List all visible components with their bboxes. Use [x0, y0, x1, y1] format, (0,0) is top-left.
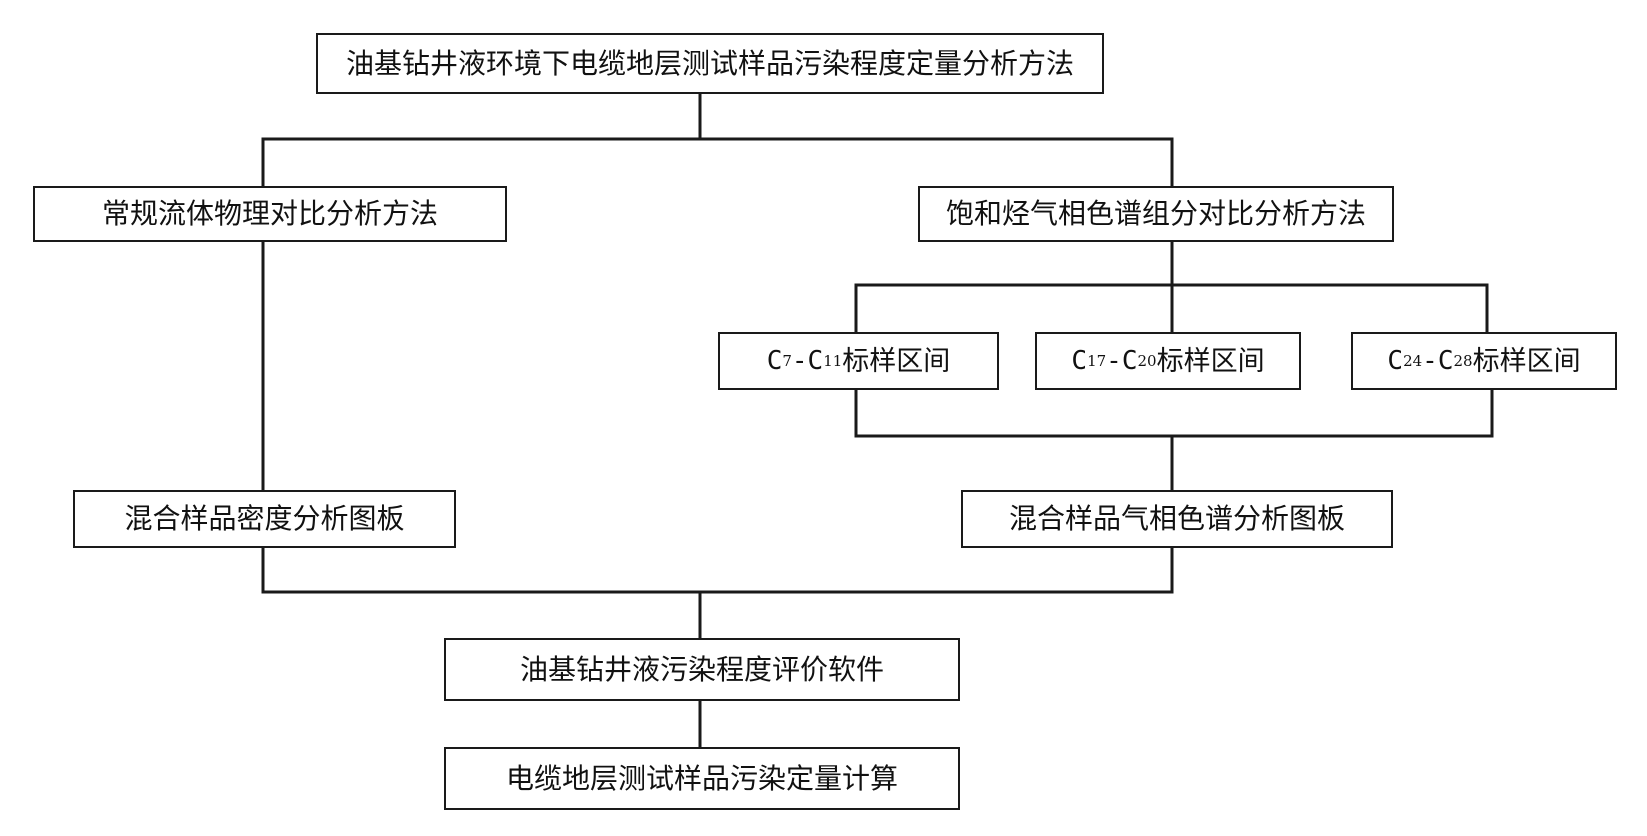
c24-c2-letter: C [1437, 346, 1454, 376]
c17-c-letter: C [1071, 346, 1088, 376]
c7-dash: - [791, 346, 808, 376]
c17-c2-letter: C [1121, 346, 1138, 376]
c17-dash: - [1106, 346, 1122, 376]
c17-suffix: 标样区间 [1156, 345, 1265, 377]
c24-c-letter: C [1387, 346, 1404, 376]
c7-c-letter: C [766, 346, 783, 376]
node-conventional-fluid-method: 常规流体物理对比分析方法 [33, 186, 507, 242]
node-main-method: 油基钻井液环境下电缆地层测试样品污染程度定量分析方法 [316, 33, 1104, 94]
node-evaluation-software: 油基钻井液污染程度评价软件 [444, 638, 960, 701]
c24-suffix: 标样区间 [1472, 345, 1581, 377]
node-gc-component-method: 饱和烃气相色谱组分对比分析方法 [918, 186, 1394, 242]
c24-dash: - [1422, 346, 1438, 376]
node-density-chart: 混合样品密度分析图板 [73, 490, 456, 548]
node-quantitative-calculation: 电缆地层测试样品污染定量计算 [444, 747, 960, 810]
c7-suffix: 标样区间 [842, 345, 951, 377]
node-gc-chart: 混合样品气相色谱分析图板 [961, 490, 1393, 548]
c7-c2-letter: C [807, 346, 824, 376]
